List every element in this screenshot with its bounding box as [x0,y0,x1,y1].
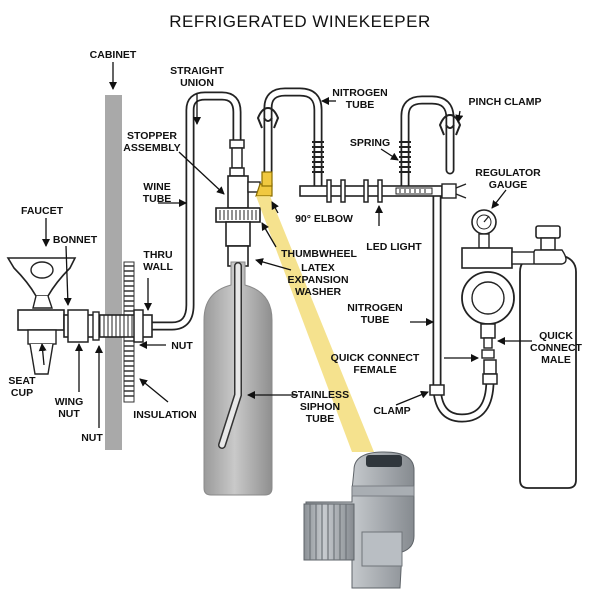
label-nitrogen-tube-mid-2: TUBE [361,314,390,326]
faucet-shank [63,309,153,343]
led-manifold [299,183,467,199]
label-nut-right: NUT [171,340,193,352]
quick-connect-female [483,359,497,375]
diagram-title: REFRIGERATED WINEKEEPER [169,12,431,31]
nitrogen-tube-loop-1 [263,87,323,193]
label-seat-cup-1: SEAT [8,375,36,387]
faucet [6,257,77,375]
quick-connect-elbow-photo [303,451,415,589]
label-wine-tube-1: WINE [143,181,170,193]
label-straight-union-1: STRAIGHT [170,65,224,77]
label-nitrogen-tube-top-1: NITROGEN [332,87,387,99]
nitrogen-tube-loop-2 [400,95,455,195]
label-straight-union-2: UNION [180,77,214,89]
label-elbow: 90° ELBOW [295,213,353,225]
siphon-tube [218,262,242,449]
label-stopper-assembly-2: ASSEMBLY [123,142,180,154]
label-quick-connect-male-1: QUICK [539,330,573,342]
label-pinch-clamp: PINCH CLAMP [469,96,542,108]
label-stainless-2: SIPHON [300,401,340,413]
nitrogen-tube-down [432,191,495,423]
label-seat-cup-2: CUP [11,387,33,399]
label-nut-bottom: NUT [81,432,103,444]
label-regulator-gauge-2: GAUGE [489,179,528,191]
spring-1 [312,141,324,173]
label-thru-wall-1: THRU [143,249,172,261]
wine-tube [145,91,242,331]
label-stainless-3: TUBE [306,413,335,425]
stopper-assembly [215,175,261,267]
label-clamp: CLAMP [373,405,410,417]
nitrogen-cylinder [519,225,577,489]
hose-clamp [429,373,498,396]
zoom-highlight [256,196,374,452]
label-nitrogen-tube-top-2: TUBE [346,99,375,111]
label-thumbwheel: THUMBWHEEL [281,248,357,260]
label-latex-3: WASHER [295,286,342,298]
cabinet-wall [105,95,122,450]
label-latex-1: LATEX [301,262,335,274]
label-nitrogen-tube-mid-1: NITROGEN [347,302,402,314]
label-wing-nut-2: NUT [58,408,80,420]
label-stopper-assembly-1: STOPPER [127,130,177,142]
pinch-clamp-1 [256,106,280,129]
label-wine-tube-2: TUBE [143,193,172,205]
label-thru-wall-2: WALL [143,261,173,273]
label-quick-connect-female-2: FEMALE [353,364,396,376]
straight-union [229,139,245,177]
label-faucet: FAUCET [21,205,64,217]
label-spring: SPRING [350,137,390,149]
label-stainless-1: STAINLESS [291,389,349,401]
regulator [461,209,535,359]
manifold-uprights [326,179,383,203]
elbow-fitting [255,171,273,197]
label-bonnet: BONNET [53,234,98,246]
label-quick-connect-male-3: MALE [541,354,571,366]
label-latex-2: EXPANSION [287,274,348,286]
label-wing-nut-1: WING [55,396,84,408]
label-led-light: LED LIGHT [366,241,422,253]
label-cabinet: CABINET [90,49,137,61]
label-arrows [38,62,532,428]
label-regulator-gauge-1: REGULATOR [475,167,541,179]
label-insulation: INSULATION [133,409,196,421]
label-quick-connect-female-1: QUICK CONNECT [331,352,420,364]
labels: CABINET STRAIGHT UNION NITROGEN TUBE PIN… [8,49,582,444]
label-quick-connect-male-2: CONNECT [530,342,583,354]
spring-2 [399,141,411,173]
